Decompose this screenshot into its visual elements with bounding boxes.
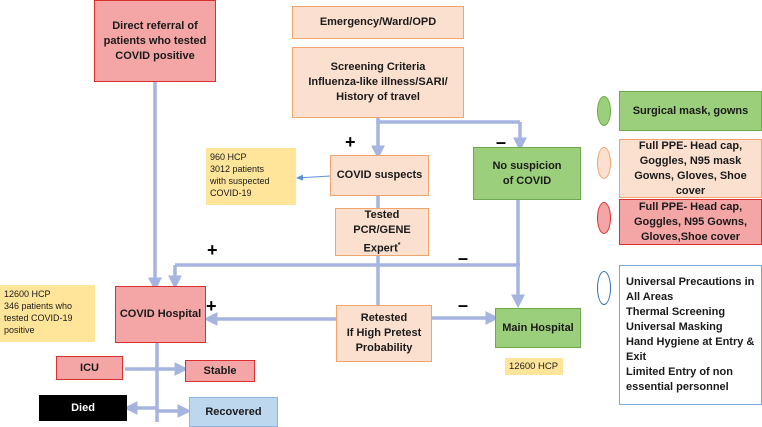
main-hospital-label: Main Hospital <box>502 321 574 334</box>
tested-footnote-mark: * <box>397 241 401 249</box>
stable-label: Stable <box>203 364 237 377</box>
legend-item-surgical-mask: Surgical mask, gowns <box>619 91 762 131</box>
tested-label: Tested PCR/GENE Expert <box>353 208 411 255</box>
minus-sign-retested: – <box>458 295 469 315</box>
covid-hospital-label: COVID Hospital <box>119 308 202 320</box>
recovered-label: Recovered <box>205 405 262 418</box>
direct-referral-label: Direct referral of patients who tested C… <box>103 19 207 62</box>
legend-item-full-ppe-n95-mask: Full PPE- Head cap, Goggles, N95 mask Go… <box>619 139 762 198</box>
recovered-box: Recovered <box>189 397 278 427</box>
plus-sign-suspects: + <box>345 132 356 152</box>
tested-box: Tested PCR/GENE Expert* <box>335 208 429 256</box>
main-hospital-box: Main Hospital <box>495 308 581 348</box>
suspects-count-note: 960 HCP 3012 patients with suspected COV… <box>206 148 296 205</box>
direct-referral-box: Direct referral of patients who tested C… <box>94 0 216 82</box>
covid-suspects-box: COVID suspects <box>330 155 429 196</box>
legend-dot-red <box>597 202 611 234</box>
legend-dot-green <box>597 96 611 126</box>
covid-suspects-label: COVID suspects <box>336 169 423 181</box>
icu-box: ICU <box>56 356 123 380</box>
died-box: Died <box>39 395 127 421</box>
stable-box: Stable <box>185 360 255 382</box>
emergency-box: Emergency/Ward/OPD <box>292 6 464 39</box>
plus-sign-retested: + <box>206 296 217 316</box>
retested-label: Retested If High Pretest Probability <box>346 312 422 354</box>
legend-dot-blue <box>597 271 611 305</box>
retested-box: Retested If High Pretest Probability <box>336 305 432 362</box>
legend-text-universal-precautions: Universal Precautions in All Areas Therm… <box>626 276 755 393</box>
covid-hospital-box: COVID Hospital <box>115 286 206 343</box>
arrow-suspects-note <box>296 174 331 181</box>
legend-text-surgical-mask: Surgical mask, gowns <box>632 104 749 117</box>
legend-text-full-ppe-n95-mask: Full PPE- Head cap, Goggles, N95 mask Go… <box>634 139 747 197</box>
died-label: Died <box>71 401 95 414</box>
plus-sign-positive: + <box>207 240 218 260</box>
no-suspicion-label: No suspicion of COVID <box>492 159 562 187</box>
minus-sign-negative: – <box>458 248 469 268</box>
icu-label: ICU <box>80 361 99 374</box>
legend-item-full-ppe-n95-gowns: Full PPE- Head cap, Goggles, N95 Gowns, … <box>619 199 762 245</box>
covid-hospital-count-note: 12600 HCP 346 patients who tested COVID-… <box>0 285 95 342</box>
main-hospital-count-note: 12600 HCP <box>505 358 563 375</box>
minus-sign-no-suspicion: – <box>496 132 507 152</box>
legend-text-full-ppe-n95-gowns: Full PPE- Head cap, Goggles, N95 Gowns, … <box>633 200 748 243</box>
no-suspicion-box: No suspicion of COVID <box>473 147 581 200</box>
screening-label: Screening Criteria Influenza-like illnes… <box>308 61 448 103</box>
legend-item-universal-precautions: Universal Precautions in All Areas Therm… <box>619 265 762 405</box>
emergency-label: Emergency/Ward/OPD <box>319 16 437 28</box>
legend-dot-peach <box>597 147 611 179</box>
tested-label-wrap: Tested PCR/GENE Expert* <box>353 208 410 257</box>
arrow-screening-branch <box>376 118 520 124</box>
screening-box: Screening Criteria Influenza-like illnes… <box>292 47 464 118</box>
